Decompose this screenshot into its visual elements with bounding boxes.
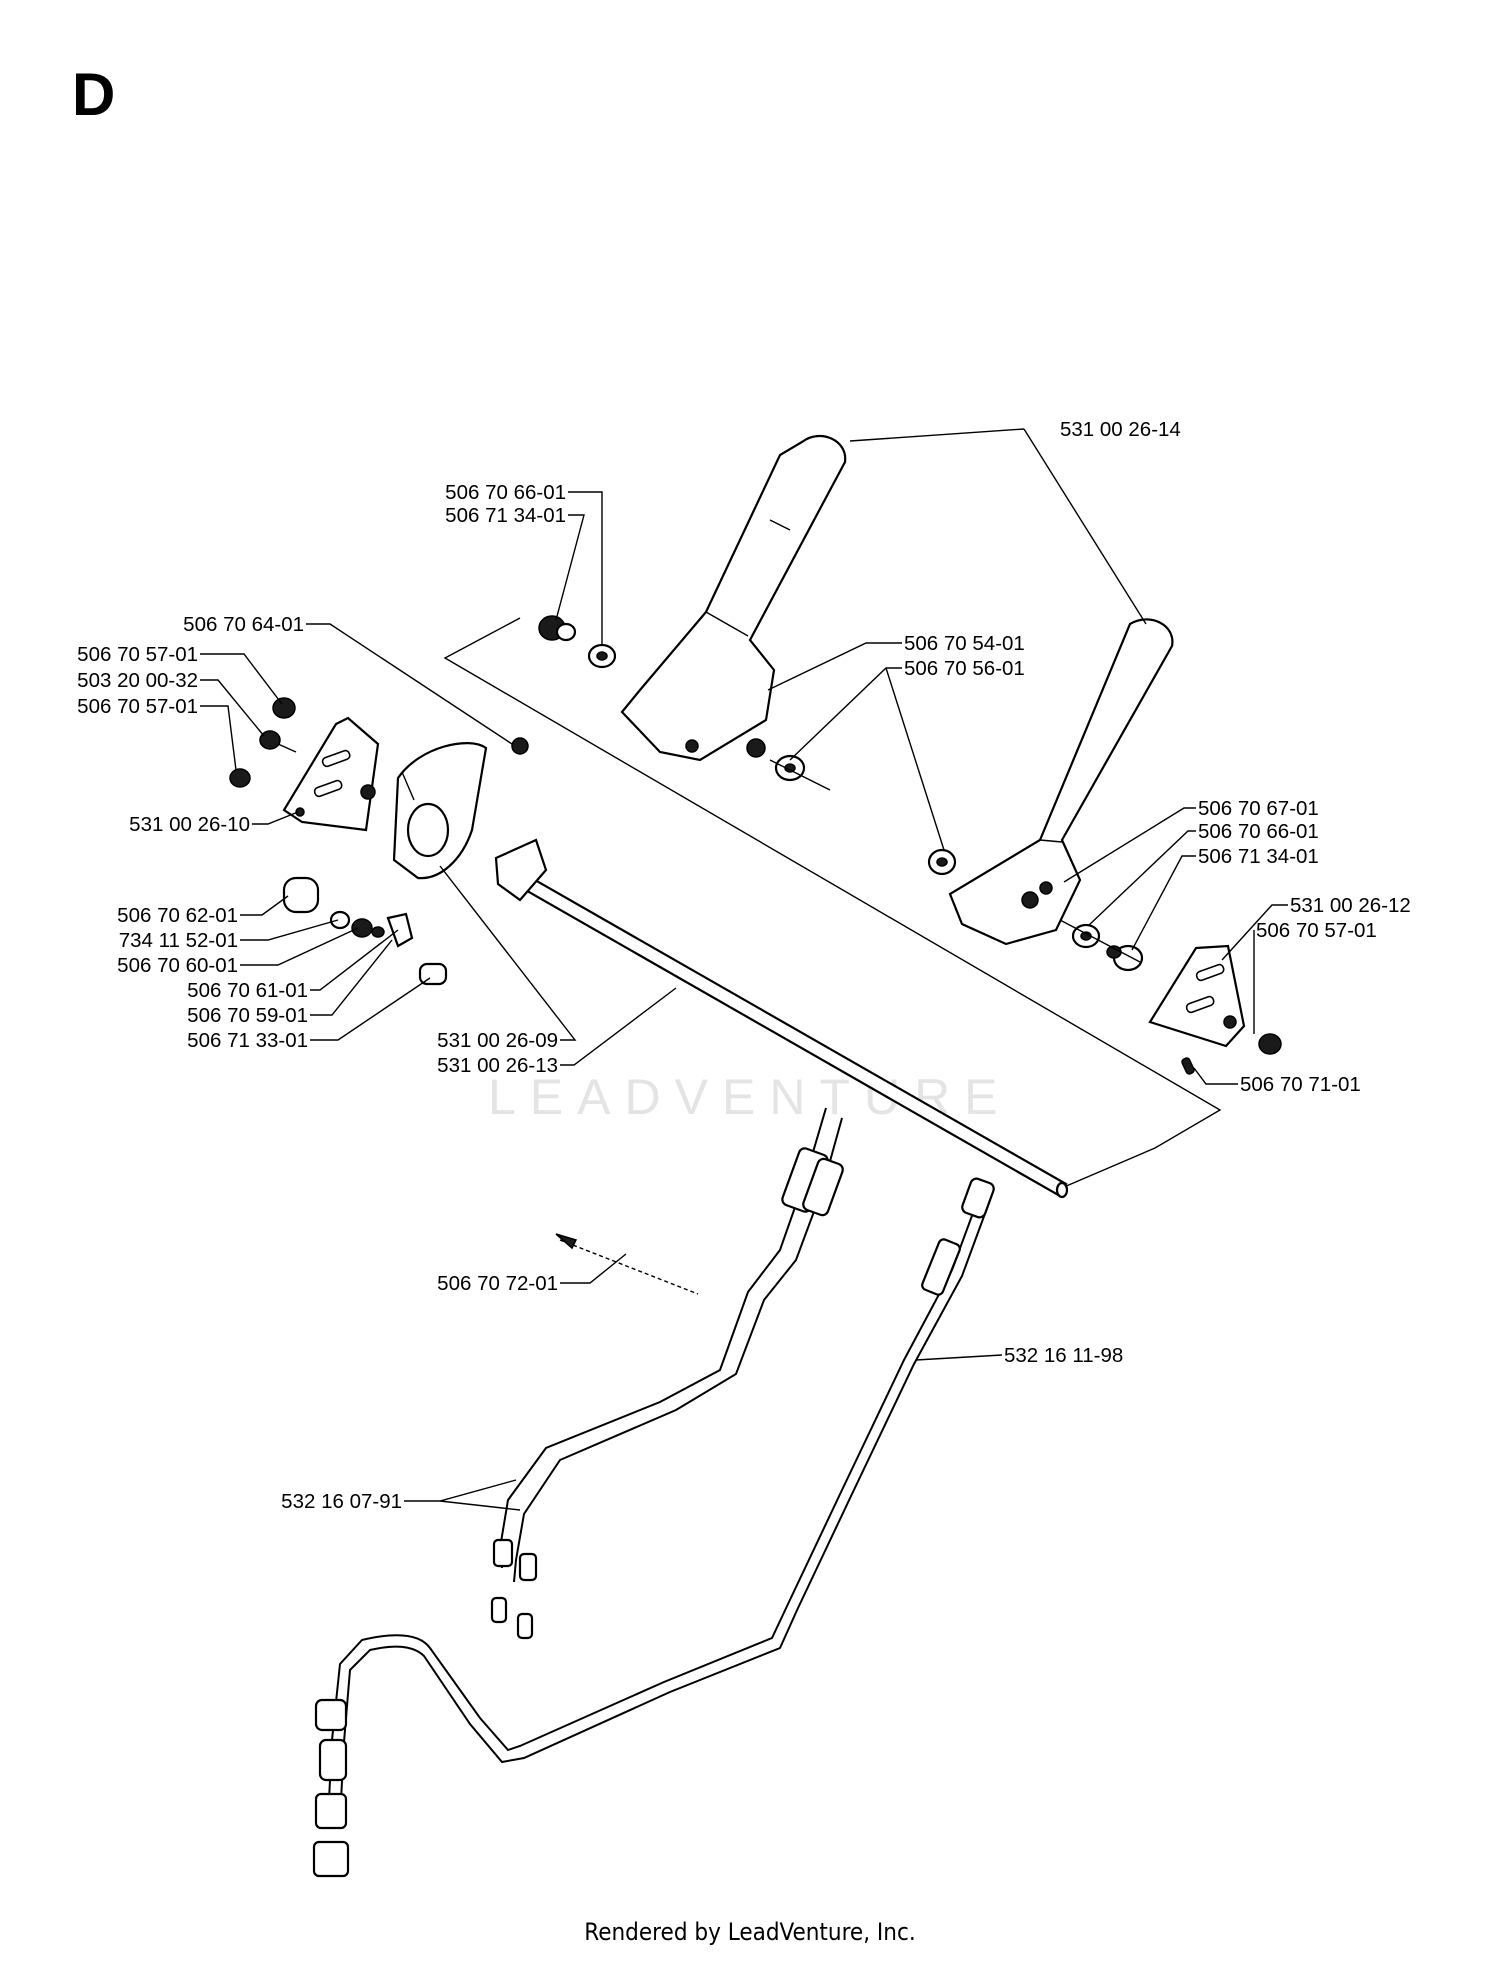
drive-cable xyxy=(312,1177,995,1878)
label-control-cables: 532 16 07-91 xyxy=(281,1490,402,1513)
right-spacer xyxy=(927,848,957,876)
screw-a xyxy=(259,730,297,753)
cover-screw xyxy=(511,737,529,755)
washer-c xyxy=(329,910,351,930)
label-left-bolt: 506 70 66-01 xyxy=(445,481,566,504)
control-cables xyxy=(490,1107,844,1640)
label-right-nut: 506 70 57-01 xyxy=(1256,919,1377,942)
label-cover: 531 00 26-09 xyxy=(437,1029,558,1052)
footer-credit: Rendered by LeadVenture, Inc. xyxy=(584,1918,916,1946)
label-pin: 506 70 71-01 xyxy=(1240,1073,1361,1096)
right-nut xyxy=(1258,1033,1282,1055)
right-bracket xyxy=(1148,944,1246,1048)
bushing xyxy=(282,876,320,914)
pin xyxy=(1181,1057,1195,1075)
label-lock-nut-b: 506 70 57-01 xyxy=(77,695,198,718)
label-screw-a: 503 20 00-32 xyxy=(77,669,198,692)
label-right-washer: 506 71 34-01 xyxy=(1198,845,1319,868)
label-cable-tie: 506 70 72-01 xyxy=(437,1272,558,1295)
label-washer-c: 734 11 52-01 xyxy=(119,929,238,952)
label-pawl: 506 70 59-01 xyxy=(187,1004,308,1027)
cover xyxy=(392,741,488,880)
pawl xyxy=(371,926,385,938)
label-right-bracket: 531 00 26-12 xyxy=(1290,894,1411,917)
label-handle-spacer: 506 70 54-01 xyxy=(904,632,1025,655)
shaft xyxy=(494,838,1069,1199)
label-handle-washer: 506 70 56-01 xyxy=(904,657,1025,680)
right-bolt xyxy=(1106,944,1144,972)
left-bracket xyxy=(282,716,380,832)
leader-lines xyxy=(200,428,1288,1511)
section-letter: D xyxy=(72,61,116,128)
label-handle-pair: 531 00 26-14 xyxy=(1060,418,1181,441)
left-handle-washer xyxy=(587,643,617,669)
label-bushing: 506 70 62-01 xyxy=(117,904,238,927)
label-left-washer: 506 71 34-01 xyxy=(445,504,566,527)
label-spring-c: 506 70 60-01 xyxy=(117,954,238,977)
lock-nut-b xyxy=(229,768,251,788)
cable-tie xyxy=(555,1233,699,1295)
spring-c xyxy=(351,918,373,938)
lock-nut-a xyxy=(272,697,296,719)
lever-c xyxy=(386,912,414,948)
label-shaft: 531 00 26-13 xyxy=(437,1054,558,1077)
left-handle xyxy=(620,434,847,762)
label-cover-screw: 506 70 64-01 xyxy=(183,613,304,636)
label-screw-c: 506 71 33-01 xyxy=(187,1029,308,1052)
left-handle-bolt xyxy=(538,615,577,642)
handle-washer xyxy=(774,754,806,782)
label-lock-nut-a: 506 70 57-01 xyxy=(77,643,198,666)
screw-c xyxy=(418,962,448,986)
part-labels: 531 00 26-14 506 70 66-01 506 71 34-01 5… xyxy=(77,418,1411,1513)
right-handle xyxy=(948,618,1174,946)
label-drive-cable: 532 16 11-98 xyxy=(1004,1344,1123,1367)
label-left-bracket: 531 00 26-10 xyxy=(129,813,250,836)
label-lever-c: 506 70 61-01 xyxy=(187,979,308,1002)
label-right-bolt: 506 70 66-01 xyxy=(1198,820,1319,843)
label-right-spacer: 506 70 67-01 xyxy=(1198,797,1319,820)
assembly-outline xyxy=(443,617,1222,1191)
